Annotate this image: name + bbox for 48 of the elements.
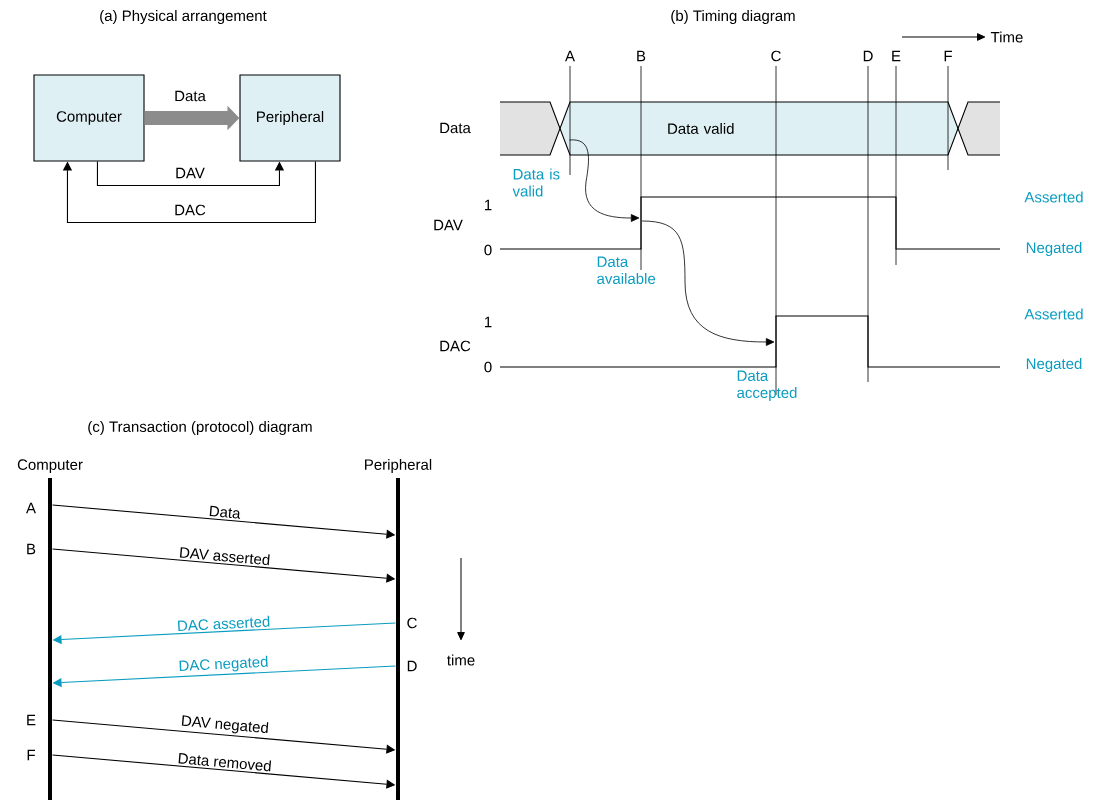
event-letter: F [944, 50, 952, 62]
signal-name: DAC [440, 340, 471, 352]
level-value: 0 [484, 244, 492, 256]
lifeline-label: Computer [17, 459, 83, 473]
state-label: Negated [1026, 358, 1082, 372]
edge-label: Data [209, 505, 241, 519]
edge-label: Data removed [178, 753, 272, 772]
event-letter: B [27, 543, 36, 555]
panel-title: (c) Transaction (protocol) diagram [88, 421, 312, 435]
causal-arrow [641, 220, 775, 346]
lifeline-label: Peripheral [365, 458, 432, 473]
arrow [62, 161, 316, 224]
signal-name: DAV [434, 219, 463, 231]
annotation: Data is valid [512, 168, 560, 197]
event-letter: E [892, 50, 901, 62]
state-label: Asserted [1024, 191, 1083, 203]
signal-name: Data [440, 122, 471, 134]
edge-label: DAV asserted [179, 547, 270, 566]
level-value: 0 [484, 361, 492, 373]
event-letter: E [27, 714, 36, 726]
panel-title: (b) Timing diagram [671, 10, 795, 24]
edge-label: DAC negated [179, 655, 268, 672]
axis-label: time [447, 654, 475, 666]
edge-label: DAV negated [181, 715, 269, 734]
block-box: Peripheral [239, 74, 341, 162]
event-letter: D [863, 50, 873, 62]
annotation: Data available [597, 256, 656, 284]
panel-title: (a) Physical arrangement [100, 10, 267, 24]
level-value: 1 [485, 316, 492, 328]
event-letter: C [771, 50, 781, 62]
event-letter: B [637, 50, 646, 62]
annotation: Data accepted [737, 370, 797, 401]
event-letter: F [27, 749, 35, 761]
event-letter: C [407, 617, 417, 629]
state-label: Asserted [1024, 308, 1083, 320]
node-label: Data valid [668, 122, 734, 134]
edge-label: DAV [174, 166, 206, 180]
level-value: 1 [485, 199, 492, 211]
event-letter: A [26, 502, 36, 514]
edge-label: DAC [173, 203, 207, 217]
event-letter: A [565, 50, 575, 62]
axis-label: Time [990, 31, 1023, 43]
state-label: Negated [1026, 242, 1082, 256]
edge-label: Data [173, 89, 207, 103]
edge-label: DAC asserted [177, 615, 270, 632]
causal-arrow [569, 139, 640, 222]
block-box: Computer [33, 74, 145, 162]
event-letter: D [407, 660, 417, 672]
